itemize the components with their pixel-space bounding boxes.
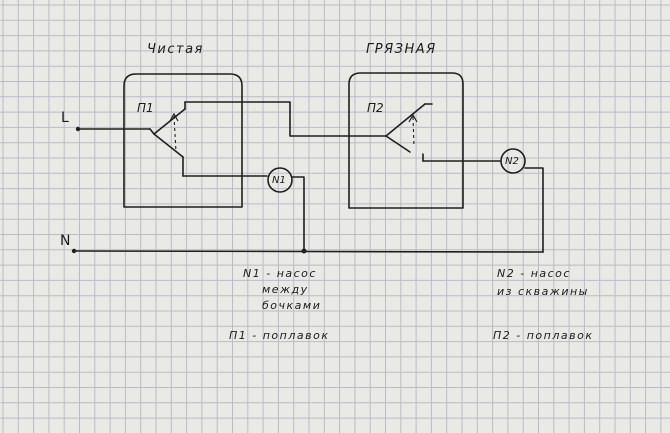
switch-p1-arrow xyxy=(169,112,179,122)
switch-p1-blade-lower xyxy=(153,133,184,158)
tank-dirty-outline xyxy=(348,72,464,209)
pump-n2-label: N2 xyxy=(505,156,519,167)
legend-n1-line1: N1 - насос xyxy=(243,267,317,280)
legend-p1: П1 - поплавок xyxy=(229,329,330,342)
switch-p1-float-link xyxy=(173,115,177,153)
legend-n1-line3: бочками xyxy=(262,299,322,312)
switch-p2-arrow xyxy=(408,113,418,123)
switch-p2-label: П2 xyxy=(367,101,384,115)
legend-p2: П2 - поплавок xyxy=(493,329,594,342)
wire-n2-to-n xyxy=(524,167,544,253)
pump-n1-label: N1 xyxy=(272,175,286,186)
switch-p2-blade xyxy=(385,103,426,137)
switch-p1-blade xyxy=(153,108,186,135)
junction-n1 xyxy=(301,248,307,254)
wire-n xyxy=(73,250,544,253)
switch-p1-pivot-wire xyxy=(149,128,155,135)
wire-p1-to-p2 xyxy=(184,101,387,137)
legend-n1-line2: между xyxy=(262,283,309,296)
terminal-n-label: N xyxy=(60,233,71,249)
switch-p2-blade-lower xyxy=(385,135,411,153)
terminal-l-label: L xyxy=(61,110,69,126)
legend-n2-line1: N2 - насос xyxy=(497,267,571,280)
junction-l xyxy=(75,126,81,132)
pump-n1-symbol xyxy=(267,167,293,193)
pump-n2-symbol xyxy=(500,148,526,174)
switch-p1-label: П1 xyxy=(137,101,154,115)
switch-p2-float-link xyxy=(412,116,415,147)
tank-clean-label: Чистая xyxy=(147,42,204,57)
wire-n1-to-n xyxy=(291,176,305,252)
legend-n2-line2: из скважины xyxy=(497,285,589,298)
junction-n xyxy=(71,248,77,254)
tank-dirty-label: ГРЯЗНАЯ xyxy=(366,42,437,57)
tank-clean-outline xyxy=(123,73,243,208)
